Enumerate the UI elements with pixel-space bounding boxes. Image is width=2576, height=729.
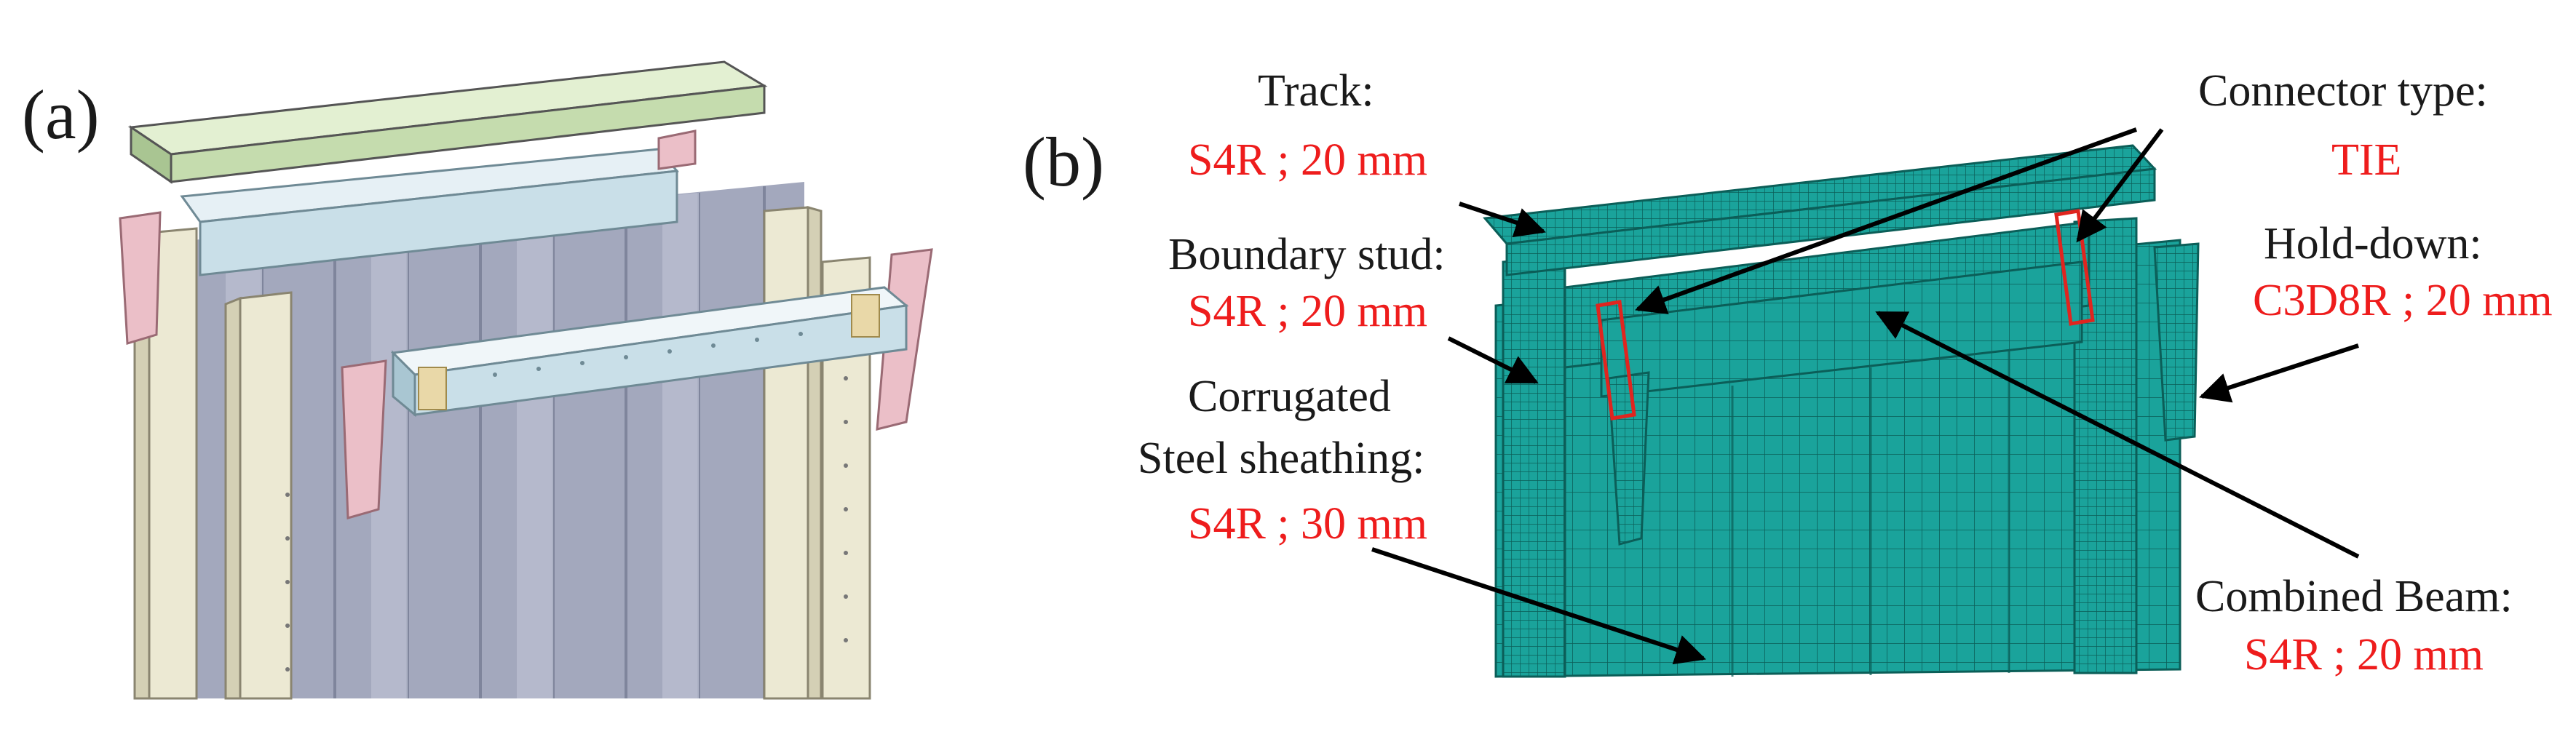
svg-text:Connector type:: Connector type: (2198, 66, 2488, 116)
arrow-hold-down (2199, 343, 2359, 403)
connector-box-left (1596, 300, 1636, 421)
arrow-track (1459, 202, 1546, 238)
svg-text:Boundary stud:: Boundary stud: (1168, 230, 1446, 279)
svg-text:S4R ; 20 mm: S4R ; 20 mm (1188, 135, 1427, 185)
panel-b-connector-boxes (1596, 209, 2095, 421)
panel-b-tag: (b) (1023, 123, 1104, 201)
label-boundary-stud: Boundary stud: S4R ; 20 mm (1168, 230, 1446, 336)
svg-text:S4R ; 30 mm: S4R ; 30 mm (1188, 499, 1427, 549)
svg-text:Steel sheathing:: Steel sheathing: (1138, 434, 1424, 483)
panel-b-arrows (1371, 127, 2360, 665)
panel-a: (a) (22, 60, 933, 700)
arrow-combined-beam (1875, 311, 2360, 559)
svg-text:S4R ; 20 mm: S4R ; 20 mm (2244, 630, 2484, 680)
label-track: Track: S4R ; 20 mm (1188, 66, 1427, 185)
svg-text:Corrugated: Corrugated (1188, 372, 1391, 421)
panel-b-fe-mesh (1483, 144, 2200, 678)
panel-a-lower-beam (390, 286, 909, 418)
label-combined-beam: Combined Beam: S4R ; 20 mm (2195, 572, 2513, 680)
svg-text:S4R ; 20 mm: S4R ; 20 mm (1188, 287, 1427, 336)
arrow-sheathing (1371, 547, 1706, 665)
arrow-connector-right (2076, 128, 2164, 243)
arrow-boundary-stud (1447, 336, 1539, 384)
arrow-connector-left (1635, 127, 2138, 314)
panel-b: (b) (1023, 66, 2553, 680)
label-hold-down: Hold-down: C3D8R ; 20 mm (2253, 219, 2553, 325)
panel-a-hold-downs (119, 130, 933, 519)
svg-text:TIE: TIE (2331, 135, 2401, 185)
svg-text:C3D8R ; 20 mm: C3D8R ; 20 mm (2253, 276, 2553, 325)
label-sheathing: Corrugated Steel sheathing: S4R ; 30 mm (1138, 372, 1427, 549)
connector-box-right (2054, 209, 2095, 326)
label-connector: Connector type: TIE (2198, 66, 2488, 185)
panel-a-tag: (a) (22, 76, 100, 154)
svg-text:Hold-down:: Hold-down: (2264, 219, 2482, 268)
panel-a-track (127, 60, 768, 184)
svg-text:Track:: Track: (1258, 66, 1374, 116)
panel-a-left-stud (133, 227, 293, 700)
svg-text:Combined Beam:: Combined Beam: (2195, 572, 2513, 621)
panel-a-upper-beam (180, 148, 679, 276)
